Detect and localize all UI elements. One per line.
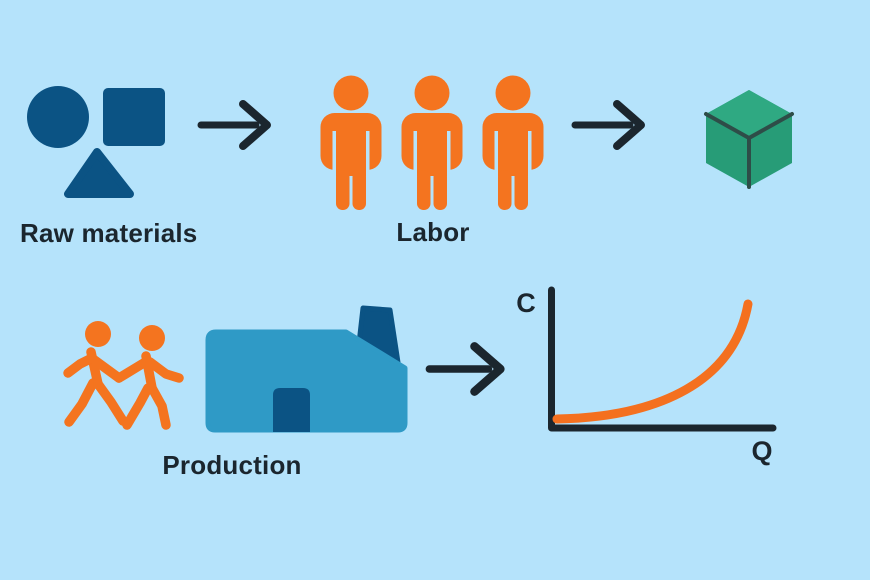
labor-workers-icon — [320, 75, 544, 210]
square-shape-icon — [103, 88, 165, 146]
chart-axes — [548, 286, 777, 432]
standing-worker-icon — [482, 75, 544, 210]
raw-materials-shapes-icon — [27, 86, 165, 198]
chart-x-axis-label: Q — [751, 436, 773, 466]
production-label: Production — [162, 450, 302, 480]
factory-door — [273, 388, 310, 432]
factory-icon — [205, 305, 408, 433]
right-arrow-icon — [197, 100, 271, 150]
standing-worker-icon — [320, 75, 382, 210]
circle-shape-icon — [27, 86, 89, 148]
cost-curve-chart — [548, 286, 777, 432]
walking-workers-icon — [63, 321, 184, 430]
labor-label: Labor — [396, 217, 470, 247]
factory-body — [205, 329, 408, 433]
product-cube-icon — [704, 90, 794, 189]
right-arrow-icon — [571, 100, 645, 150]
right-arrow-icon — [425, 342, 505, 396]
raw-materials-label: Raw materials — [20, 218, 198, 248]
triangle-shape-icon — [64, 148, 134, 198]
standing-worker-icon — [401, 75, 463, 210]
chart-y-axis-label: C — [516, 288, 536, 318]
cost-curve-line — [552, 299, 753, 424]
